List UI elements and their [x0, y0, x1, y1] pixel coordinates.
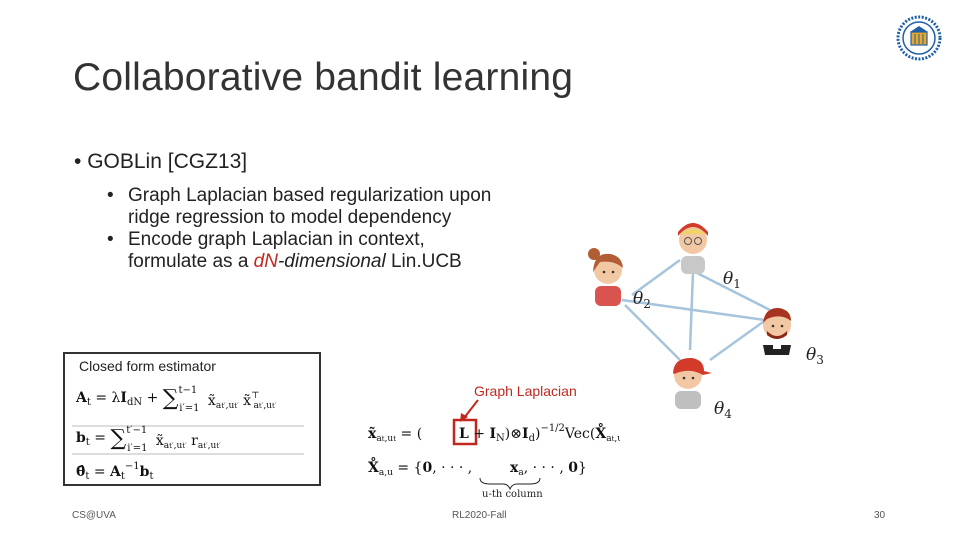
graph-edge: [709, 320, 764, 362]
sub-bullet-1-line1: Graph Laplacian based regularization upo…: [128, 185, 492, 206]
user-avatar-3: [763, 307, 791, 355]
user-avatar-4: [673, 357, 712, 409]
graph-edge: [688, 271, 695, 351]
sub-bullet-1: • Graph Laplacian based regularization u…: [107, 185, 577, 229]
bullet-dot: •: [107, 185, 114, 206]
sub-bullet-2-line1: Encode graph Laplacian in context,: [128, 229, 425, 250]
theta-4-label: θ4: [714, 399, 732, 421]
footer-page-number: 30: [874, 510, 886, 521]
u-th-column-label: u-th column: [482, 489, 543, 500]
closed-form-label: Closed form estimator: [79, 358, 216, 374]
laplacian-arrow: [463, 399, 479, 419]
theta-3-label: θ3: [806, 345, 824, 367]
footer-course: CS@UVA: [72, 510, 116, 521]
bullet-dot: •: [74, 150, 82, 173]
user-avatar-2: [588, 248, 623, 306]
user-avatar-1: [678, 223, 708, 274]
sub-bullet-2-line2: formulate as a dN-dimensional Lin.UCB: [128, 251, 577, 273]
sub-bullet-2-dimensional: -dimensional: [277, 251, 386, 272]
university-seal-logo: [896, 15, 942, 61]
graph-edge: [624, 304, 681, 361]
theta-1-label: θ1: [723, 269, 741, 291]
bullet-goblin-text: GOBLin [CGZ13]: [87, 150, 248, 173]
bullet-goblin: • GOBLin [CGZ13]: [74, 150, 247, 174]
sub-bullet-list: • Graph Laplacian based regularization u…: [107, 185, 577, 273]
slide-title: Collaborative bandit learning: [73, 56, 574, 99]
footer-term: RL2020-Fall: [452, 510, 507, 521]
equation-x-ring: X̊a,u = {0, · · · ,xa, · · · , 0}: [368, 456, 587, 478]
equation-theta-hat: θ̂t = At−1bt: [76, 461, 154, 482]
graph-edge: [621, 298, 766, 322]
sub-bullet-2-suffix: Lin.UCB: [385, 251, 462, 272]
laplacian-highlight: [452, 418, 478, 446]
theta-2-label: θ2: [633, 289, 651, 311]
sub-bullet-1-line2: ridge regression to model dependency: [128, 207, 452, 228]
sub-bullet-2-prefix: formulate as a: [128, 251, 254, 272]
bullet-dot: •: [107, 229, 114, 250]
sub-bullet-2-dn: dN: [253, 251, 278, 272]
context-encoding-equations: x̃at,ut = ( L + IN)⊗Id)−1/2Vec(X̊at,ut) …: [368, 399, 620, 491]
closed-form-estimator-box: [63, 352, 321, 486]
sub-bullet-2: • Encode graph Laplacian in context, for…: [107, 229, 577, 273]
user-graph-illustration: θ2 θ1 θ3 θ4: [588, 223, 824, 421]
graph-edge: [694, 270, 771, 312]
graph-edges: [621, 258, 771, 362]
graph-edge: [631, 258, 681, 297]
equation-x-tilde: x̃at,ut = ( L + IN)⊗Id)−1/2Vec(X̊at,ut): [368, 422, 620, 444]
graph-laplacian-label: Graph Laplacian: [474, 383, 577, 399]
